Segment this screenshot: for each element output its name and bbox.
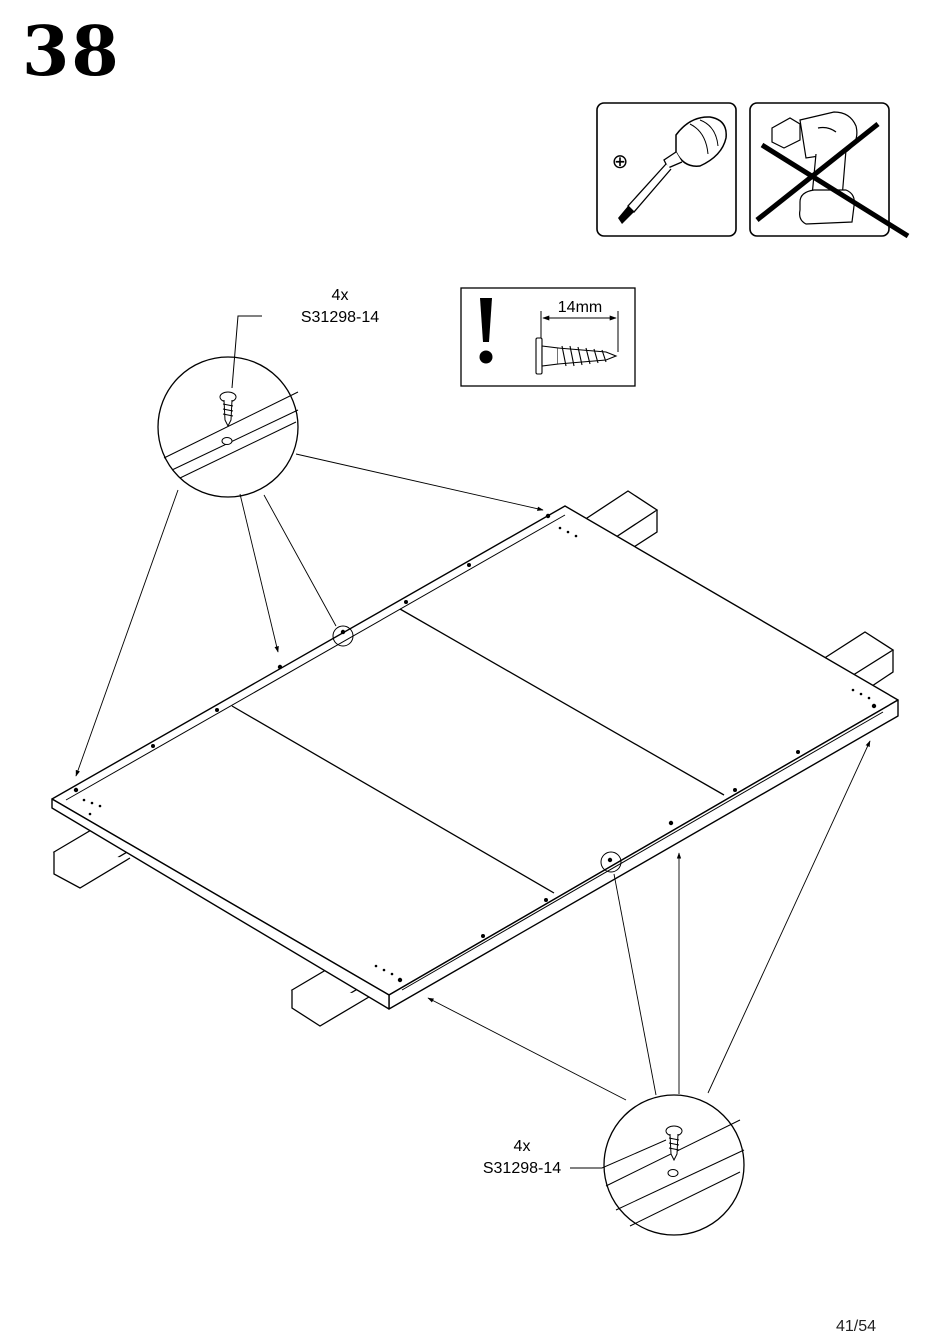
detail-circle-bottom [604,1095,744,1235]
quantity-label-top: 4x [332,287,349,304]
part-code-label-top: S31298-14 [301,309,379,326]
bed-panel [52,506,898,1009]
page-number: 41/54 [836,1318,876,1336]
quantity-label-bottom: 4x [514,1138,531,1155]
tool-box-screwdriver: ⊕ [597,103,736,236]
notice-box: 14mm [461,288,635,386]
phillips-symbol: ⊕ [612,151,629,173]
part-code-label-bottom: S31298-14 [483,1160,561,1177]
detail-circle-top [158,357,298,497]
screw-length-label: 14mm [558,299,602,316]
tool-box-drill [750,103,908,236]
